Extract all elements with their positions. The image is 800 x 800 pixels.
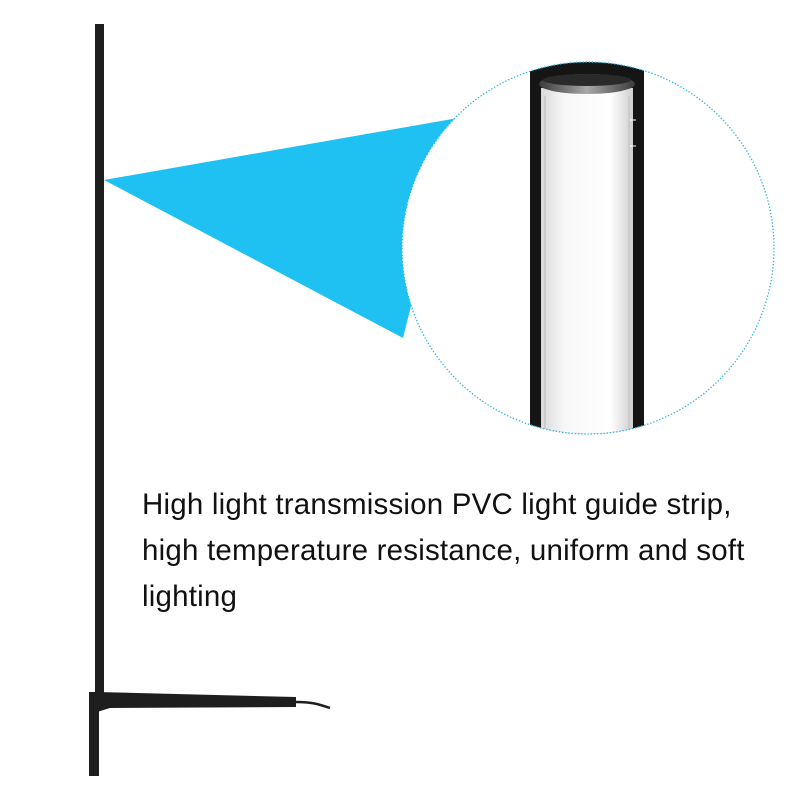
power-cable bbox=[295, 700, 331, 710]
callout-beam bbox=[104, 118, 458, 338]
lamp-pole bbox=[95, 24, 104, 700]
magnifier-border bbox=[401, 61, 775, 435]
feature-caption: High light transmission PVC light guide … bbox=[142, 488, 745, 613]
lamp-base-arm bbox=[97, 692, 296, 712]
lamp-foot bbox=[89, 692, 99, 776]
magnified-light-strip bbox=[530, 62, 644, 434]
